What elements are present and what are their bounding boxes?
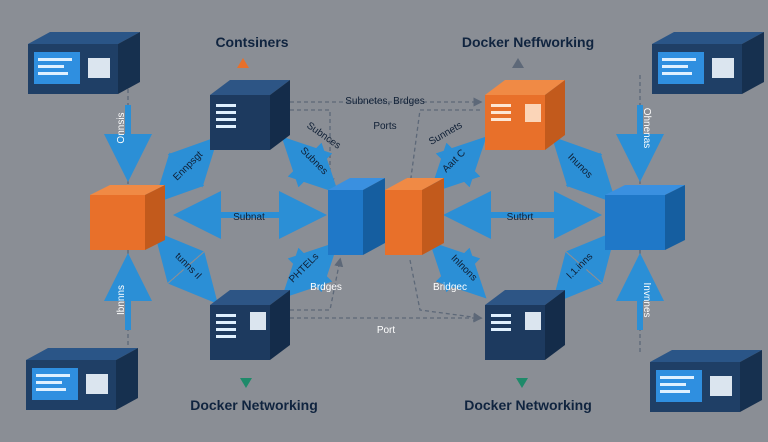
label-bridges-mid: Brdges: [310, 282, 342, 293]
green-triangle-icon: [516, 378, 528, 388]
label-vertical-bottom-left: Ibnnns: [116, 285, 127, 315]
label-diag-lower-left: tunns ıl: [172, 251, 203, 282]
server-cube-icon: [210, 80, 290, 150]
monitor-icon: [26, 348, 138, 410]
label-port: Port: [377, 325, 396, 336]
arrow-mid-ul: [281, 136, 339, 194]
label-diag-upper-right: Inunos: [565, 152, 594, 181]
containers-title: Contsiners: [215, 34, 288, 50]
label-mid-lower-left: PHTELs: [287, 251, 321, 285]
docker-networking-top-title: Docker Nеffworking: [462, 34, 594, 50]
arrow-diag-ur: [551, 136, 617, 204]
label-vertical-bottom-right: Invnnes: [641, 282, 652, 317]
monitor-icon: [652, 32, 764, 94]
label-subnces: Subnces: [304, 120, 342, 151]
docker-networking-bottom-left-title: Docker Networking: [190, 397, 318, 413]
orange-triangle-icon: [237, 58, 249, 68]
arrow-diag-lr: [552, 230, 616, 305]
connector-bottom-right-hub: [409, 259, 483, 322]
arrow-diag-ul: [153, 136, 219, 204]
monitor-icon: [650, 350, 762, 412]
gray-triangle-icon: [512, 58, 524, 68]
arrow-mid-lr: [429, 241, 487, 299]
arrow-diag-ll: [154, 230, 218, 305]
label-diag-lower-right: l.1.inns: [565, 251, 595, 281]
server-cube-icon: [210, 290, 290, 360]
blue-arrows: [104, 105, 664, 330]
label-subnet-left: Subnat: [233, 212, 265, 223]
connector-top-right-hub: [406, 109, 480, 188]
label-diag-upper-left: Ennpsgt: [171, 149, 205, 183]
green-triangle-icon: [240, 378, 252, 388]
server-cube-icon: [485, 290, 565, 360]
label-sunnets: Sunnets: [427, 120, 464, 148]
label-subnet-right: Sutbrt: [507, 212, 534, 223]
label-vertical-left: Onnsis: [116, 112, 127, 143]
label-subnets-bridges: Subnetes, Brdges: [345, 96, 425, 107]
label-vertical-right: Ohnenas: [641, 108, 652, 149]
label-ports: Ports: [373, 121, 396, 132]
orange-server-cube-icon: [485, 80, 565, 150]
orange-cube-icon: [90, 185, 165, 250]
monitor-icon: [28, 32, 140, 94]
central-hub-blue-icon: [328, 178, 385, 255]
label-bridges-right: Bridgec: [433, 282, 467, 293]
blue-cube-icon: [605, 185, 685, 250]
arrow-mid-ur: [429, 136, 487, 194]
central-hub-orange-icon: [385, 178, 444, 255]
docker-networking-bottom-right-title: Docker Networking: [464, 397, 592, 413]
arrow-mid-ll: [281, 241, 339, 299]
